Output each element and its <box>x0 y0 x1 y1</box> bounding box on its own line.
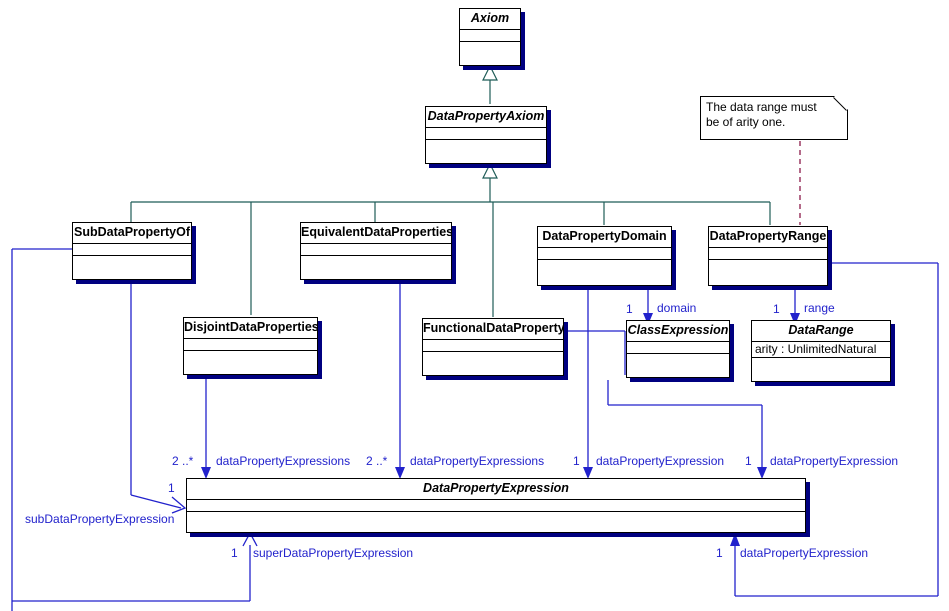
class-box-data-range[interactable]: DataRange arity : UnlimitedNatural <box>751 320 891 382</box>
class-attrs-data-property-axiom <box>426 128 546 140</box>
role-label-range-dpe: dataPropertyExpression <box>770 454 899 468</box>
class-name-class-expression: ClassExpression <box>627 321 729 342</box>
multiplicity-domain: 1 <box>626 302 633 316</box>
class-name-data-property-domain: DataPropertyDomain <box>538 227 671 248</box>
class-attrs-data-property-range <box>709 248 827 260</box>
class-name-axiom: Axiom <box>460 9 520 30</box>
class-name-sub-data-property-of: SubDataPropertyOf <box>73 223 191 244</box>
note-line-2: be of arity one. <box>706 115 786 129</box>
role-label-domain-dpe: dataPropertyExpression <box>740 546 869 560</box>
class-ops-axiom <box>460 42 520 67</box>
class-attrs-axiom <box>460 30 520 42</box>
role-label-domain: domain <box>657 301 697 315</box>
class-box-data-property-domain[interactable]: DataPropertyDomain <box>537 226 672 286</box>
multiplicity-domain-dpe: 1 <box>716 546 723 560</box>
class-name-data-range: DataRange <box>752 321 890 342</box>
note-arity-constraint[interactable]: The data range must be of arity one. <box>700 96 848 140</box>
class-attrs-data-property-domain <box>538 248 671 260</box>
role-label-disjoint-dpes: dataPropertyExpressions <box>216 454 351 468</box>
note-fold-icon <box>833 97 847 111</box>
role-label-range: range <box>804 301 835 315</box>
class-ops-equivalent-data-properties <box>301 256 451 281</box>
class-ops-disjoint-data-properties <box>184 351 317 376</box>
class-attrs-equivalent-data-properties <box>301 244 451 256</box>
role-label-equivalent-dpes: dataPropertyExpressions <box>410 454 545 468</box>
role-label-sub-dpe: subDataPropertyExpression <box>25 512 175 526</box>
class-name-equivalent-data-properties: EquivalentDataProperties <box>301 223 451 244</box>
class-box-data-property-expression[interactable]: DataPropertyExpression <box>186 478 806 533</box>
class-name-data-property-expression: DataPropertyExpression <box>187 479 805 500</box>
class-ops-data-range <box>752 358 890 383</box>
multiplicity-range: 1 <box>773 302 780 316</box>
class-box-data-property-axiom[interactable]: DataPropertyAxiom <box>425 106 547 164</box>
class-box-sub-data-property-of[interactable]: SubDataPropertyOf <box>72 222 192 280</box>
note-line-1: The data range must <box>706 100 817 114</box>
class-box-axiom[interactable]: Axiom <box>459 8 521 66</box>
class-ops-data-property-range <box>709 260 827 286</box>
class-ops-functional-data-property <box>423 352 563 377</box>
class-box-class-expression[interactable]: ClassExpression <box>626 320 730 378</box>
class-name-functional-data-property: FunctionalDataProperty <box>423 319 563 340</box>
multiplicity-disjoint-dpes: 2 ..* <box>172 454 194 468</box>
multiplicity-equivalent-dpes: 2 ..* <box>366 454 388 468</box>
class-ops-data-property-expression <box>187 512 805 534</box>
class-box-functional-data-property[interactable]: FunctionalDataProperty <box>422 318 564 376</box>
multiplicity-range-dpe: 1 <box>745 454 752 468</box>
role-label-functional-dpe: dataPropertyExpression <box>596 454 725 468</box>
class-name-data-property-axiom: DataPropertyAxiom <box>426 107 546 128</box>
class-ops-data-property-axiom <box>426 140 546 165</box>
class-ops-data-property-domain <box>538 260 671 286</box>
role-label-super-dpe: superDataPropertyExpression <box>253 546 414 560</box>
multiplicity-sub-dpe: 1 <box>168 481 175 495</box>
class-box-disjoint-data-properties[interactable]: DisjointDataProperties <box>183 317 318 375</box>
class-attrs-data-property-expression <box>187 500 805 512</box>
class-box-data-property-range[interactable]: DataPropertyRange <box>708 226 828 286</box>
class-ops-sub-data-property-of <box>73 256 191 281</box>
class-attr-data-range-arity: arity : UnlimitedNatural <box>752 342 890 358</box>
class-attrs-sub-data-property-of <box>73 244 191 256</box>
multiplicity-functional-dpe: 1 <box>573 454 580 468</box>
class-attrs-class-expression <box>627 342 729 354</box>
class-ops-class-expression <box>627 354 729 379</box>
class-name-data-property-range: DataPropertyRange <box>709 227 827 248</box>
multiplicity-super-dpe: 1 <box>231 546 238 560</box>
class-attrs-disjoint-data-properties <box>184 339 317 351</box>
class-box-equivalent-data-properties[interactable]: EquivalentDataProperties <box>300 222 452 280</box>
class-name-disjoint-data-properties: DisjointDataProperties <box>184 318 317 339</box>
class-attrs-functional-data-property <box>423 340 563 352</box>
